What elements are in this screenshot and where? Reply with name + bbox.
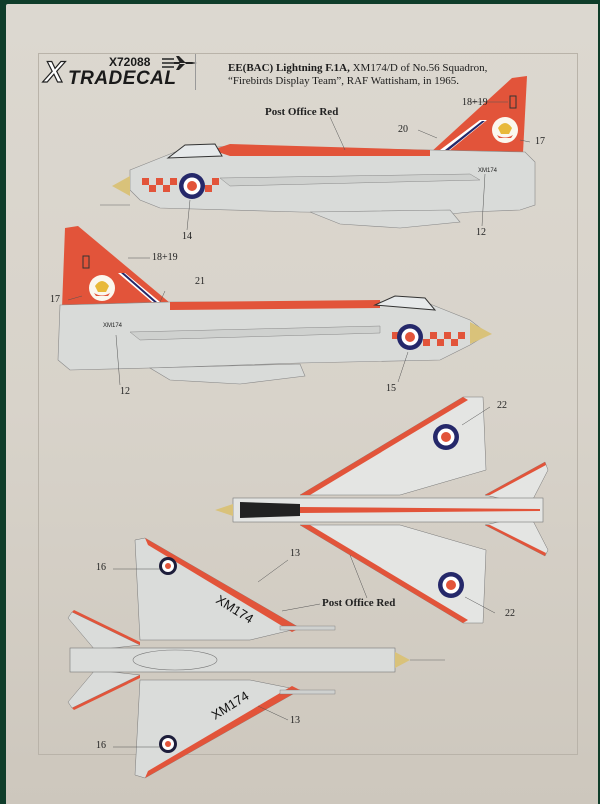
paint-label-side: Post Office Red bbox=[265, 106, 339, 118]
jet-silhouette-icon bbox=[162, 56, 197, 70]
paint-label-bottom: Post Office Red bbox=[322, 597, 396, 609]
callout-17-a: 17 bbox=[535, 136, 545, 147]
callout-13-a: 13 bbox=[290, 548, 300, 559]
callout-18-19-a: 18+19 bbox=[462, 97, 488, 108]
logo-x: X bbox=[43, 55, 65, 89]
sheet-title: EE(BAC) Lightning F.1A, XM174/D of No.56… bbox=[228, 62, 487, 88]
callout-22-b: 22 bbox=[505, 608, 515, 619]
bottom-view: XM174 XM174 bbox=[67, 537, 445, 779]
brand-name: TRADECAL bbox=[68, 68, 177, 89]
callout-17-b: 17 bbox=[50, 294, 60, 305]
callout-14: 14 bbox=[182, 231, 192, 242]
callout-13-b: 13 bbox=[290, 715, 300, 726]
top-view bbox=[215, 396, 549, 624]
svg-text:XM174: XM174 bbox=[103, 323, 123, 329]
callout-16-b: 16 bbox=[96, 740, 106, 751]
callout-20: 20 bbox=[398, 124, 408, 135]
aircraft-subtitle: “Firebirds Display Team”, RAF Wattisham,… bbox=[228, 75, 460, 87]
callout-18-19-b: 18+19 bbox=[152, 252, 178, 263]
callout-22-a: 22 bbox=[497, 400, 507, 411]
xtradecal-logo: X X72088 TRADECAL bbox=[43, 54, 197, 90]
callout-21: 21 bbox=[195, 276, 205, 287]
callout-15: 15 bbox=[386, 383, 396, 394]
callout-12-b: 12 bbox=[120, 386, 130, 397]
product-code: X72088 bbox=[109, 55, 151, 69]
callout-16-a: 16 bbox=[96, 562, 106, 573]
serial-marking: XM174 bbox=[478, 168, 498, 174]
logo-divider bbox=[195, 54, 196, 90]
aircraft-serial-unit: XM174/D of No.56 Squadron, bbox=[349, 62, 488, 74]
aircraft-type: EE(BAC) Lightning F.1A, bbox=[228, 62, 350, 74]
side-view-left-facing: XM174 bbox=[100, 76, 536, 231]
callout-12-a: 12 bbox=[476, 227, 486, 238]
side-view-right-facing: XM174 bbox=[57, 226, 492, 386]
sheet-border bbox=[38, 53, 578, 755]
